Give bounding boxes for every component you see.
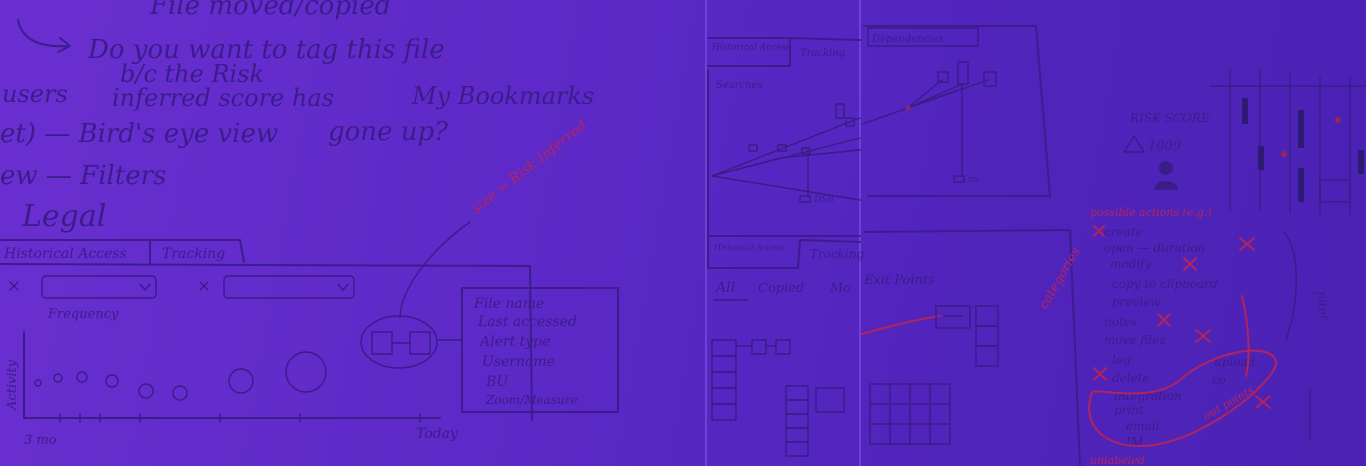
risk-score-label: RISK SCORE [1129, 111, 1210, 125]
dependencies-label: Dependencies [871, 34, 943, 45]
mid-bottom-tab-1: Tracking [810, 247, 864, 261]
note-line-5: My Bookmarks [411, 82, 594, 110]
categories-label: categories [1036, 245, 1084, 312]
mid-bottom-tab-0: Historical Access [713, 243, 784, 252]
note-line-7: gone up? [328, 117, 449, 147]
action-5: notes [1104, 315, 1137, 329]
action-9: upload [1214, 355, 1256, 369]
action-10: integration [1114, 389, 1182, 403]
tab-tracking: Tracking [162, 246, 225, 262]
action-12: email [1126, 419, 1159, 433]
action-3: copy to clipboard [1112, 277, 1218, 291]
action-6: move files [1104, 333, 1165, 347]
mid-filter-all: All [714, 280, 735, 296]
popup-field-3: Username [482, 354, 555, 370]
popup-field-5: Zoom/Measure [485, 393, 577, 407]
note-line-8: ew — Filters [0, 161, 166, 191]
y-axis-label: Activity [5, 359, 20, 411]
note-line-2: b/c the Risk [120, 60, 264, 88]
popup-field-4: BU [485, 374, 509, 390]
action-0: create [1104, 225, 1143, 239]
mid-node-label: DSB [813, 195, 834, 205]
x-axis-start: 3 mo [24, 433, 57, 448]
action-4: preview [1112, 295, 1161, 309]
mid-tab-0: Historical Access [711, 43, 791, 53]
note-line-3: users [2, 80, 68, 108]
action-14: co [1212, 373, 1226, 387]
action-8: delete [1112, 371, 1150, 385]
right-sketch: Dependencies co Exit Points RISK SCORE 1… [861, 25, 1366, 466]
x-axis-end: Today [416, 426, 459, 442]
mid-tab-1: Tracking [800, 48, 845, 59]
action-2: modify [1110, 257, 1152, 271]
mid-filter-copied: Copied [758, 281, 804, 296]
mid-subtitle: Searches [716, 80, 763, 91]
popup-field-2: Alert type [478, 334, 550, 350]
filter-label: filter [1313, 289, 1332, 323]
exit-points-label: Exit Points [863, 273, 935, 288]
actions-header: possible actions (e.g.) [1090, 206, 1212, 219]
note-line-4: inferred score has [112, 84, 334, 112]
action-11: print [1114, 403, 1144, 417]
risk-score-value: 1009 [1148, 139, 1181, 154]
middle-sketch: Historical Access Tracking Searches DSB … [707, 37, 864, 457]
footer-note: unlabeled [1090, 454, 1145, 466]
mid-filter-mo: Mo [829, 281, 851, 296]
note-line-9: Legal [21, 199, 106, 234]
tab-historical-access: Historical Access [3, 246, 127, 262]
action-1: open — duration [1104, 241, 1205, 255]
co-label: co [968, 175, 979, 185]
left-sketch: File moved/copied Do you want to tag thi… [0, 0, 619, 448]
note-line-0: File moved/copied [149, 0, 391, 21]
note-line-1: Do you want to tag this file [87, 35, 445, 65]
dropdown-label: Frequency [47, 307, 119, 322]
popup-field-0: File name [473, 296, 544, 312]
note-line-6: et) — Bird's eye view [0, 119, 278, 149]
action-7: log [1112, 353, 1131, 367]
exit-label: out points [1201, 383, 1256, 422]
size-note: size = Risk Inferred [469, 117, 591, 217]
popup-field-1: Last accessed [477, 314, 577, 330]
